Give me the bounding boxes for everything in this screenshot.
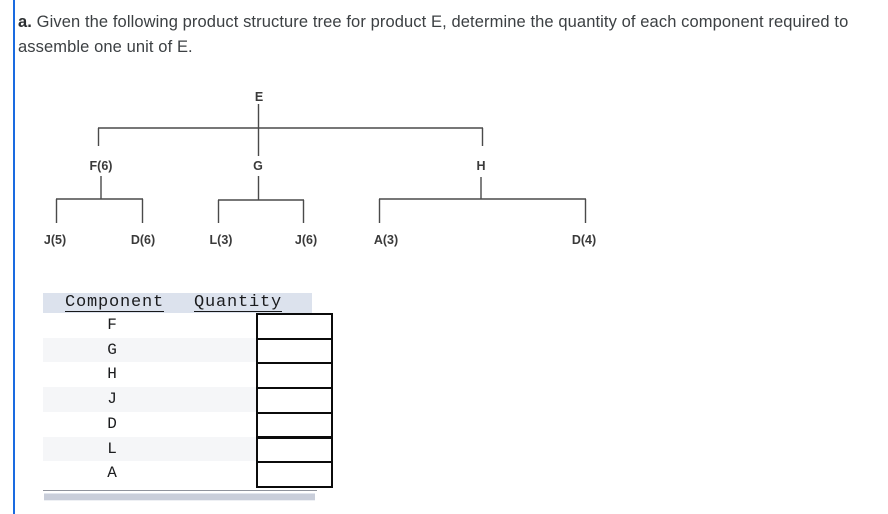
quantity-input-g[interactable] (256, 337, 333, 365)
tree-node-d4: D(4) (572, 233, 596, 247)
horizontal-scrollbar[interactable] (44, 493, 315, 501)
table-row: F (43, 313, 312, 338)
quantity-input-l[interactable] (256, 436, 333, 464)
tree-node-d6: D(6) (131, 233, 155, 247)
tree-connector-lines (55, 104, 587, 223)
quantity-input-j[interactable] (256, 387, 333, 414)
component-label: G (107, 340, 117, 359)
component-label: D (107, 414, 117, 433)
question-text: a. Given the following product structure… (18, 10, 874, 59)
quantity-input-f[interactable] (256, 313, 333, 340)
question-label: a. (18, 13, 32, 31)
component-label: F (107, 316, 117, 334)
header-quantity: Quantity (194, 293, 283, 312)
tree-node-j6: J(6) (295, 233, 317, 247)
component-label: L (107, 439, 117, 458)
tree-node-g: G (253, 159, 263, 173)
quantity-input-d[interactable] (256, 411, 333, 439)
header-component: Component (65, 293, 165, 312)
tree-node-h: H (476, 159, 485, 173)
question-body: Given the following product structure tr… (18, 13, 849, 56)
table-row: D (43, 412, 312, 437)
tree-node-a3: A(3) (374, 233, 398, 247)
tree-node-j5: J(5) (44, 233, 66, 247)
table-row: A (43, 461, 312, 486)
table-header-row: Component Quantity (43, 293, 312, 313)
tree-node-l3: L(3) (210, 233, 233, 247)
component-label: A (107, 464, 117, 483)
table-row: H (43, 362, 312, 387)
product-structure-tree-diagram: E F(6) G H J(5) D(6) L(3) J(6) A(3) D(4) (44, 90, 596, 247)
quantity-input-h[interactable] (256, 362, 333, 390)
quantity-input-a[interactable] (256, 461, 333, 488)
tree-node-labels: E F(6) G H J(5) D(6) L(3) J(6) A(3) D(4) (44, 90, 596, 247)
table-bottom-border (43, 490, 317, 491)
tree-node-f: F(6) (90, 159, 113, 173)
component-label: J (107, 390, 117, 409)
component-quantity-table: Component Quantity F G H J D L A (43, 293, 333, 488)
scrollbar-thumb[interactable] (44, 493, 315, 500)
tree-node-e: E (255, 90, 263, 104)
selection-indicator-bar (13, 0, 15, 514)
component-label: H (107, 365, 117, 384)
